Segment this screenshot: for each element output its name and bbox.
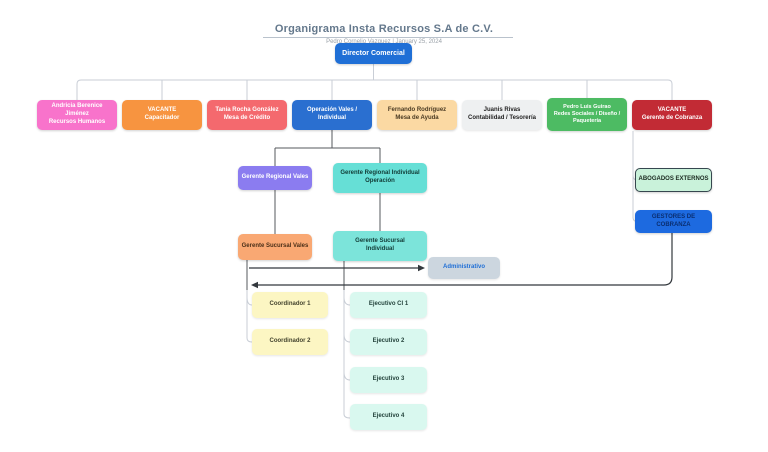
node-gerente-sucursal-vales[interactable]: Gerente Sucursal Vales	[238, 234, 312, 260]
node-operacion-vales-individual[interactable]: Operación Vales / Individual	[292, 100, 372, 130]
connectors-arrows	[249, 233, 673, 286]
node-mesa-de-credito[interactable]: Tania Rocha González Mesa de Crédito	[207, 100, 287, 130]
node-gerente-regional-vales[interactable]: Gerente Regional Vales	[238, 166, 312, 190]
node-director-comercial[interactable]: Director Comercial	[335, 43, 412, 64]
arrow-to-administrativo-head	[418, 264, 425, 272]
node-redes-sociales[interactable]: Pedro Luis Guirao Redes Sociales / Diseñ…	[547, 98, 627, 131]
node-recursos-humanos[interactable]: Andricia Berenice Jiménez Recursos Human…	[37, 100, 117, 130]
connectors-light	[76, 64, 673, 419]
node-ejecutivo-3[interactable]: Ejecutivo 3	[350, 367, 427, 393]
page-title: Organigrama Insta Recursos S.A de C.V.	[274, 23, 494, 35]
page-subtitle: Pedro Cornelio Vazquez | January 25, 202…	[326, 39, 442, 45]
connector-level1-rail	[76, 79, 673, 100]
node-vacante-gerente-cobranza[interactable]: VACANTE Gerente de Cobranza	[632, 100, 712, 130]
node-coordinador-1[interactable]: Coordinador 1	[252, 292, 328, 318]
title-underline	[263, 37, 513, 38]
node-mesa-de-ayuda[interactable]: Fernando Rodríguez Mesa de Ayuda	[377, 100, 457, 130]
connector-level1-drops	[161, 80, 588, 100]
node-ejecutivo-ci-1[interactable]: Ejecutivo CI 1	[350, 292, 427, 318]
node-gerente-sucursal-individual[interactable]: Gerente Sucursal Individual	[333, 231, 427, 261]
node-administrativo[interactable]: Administrativo	[428, 257, 500, 279]
node-ejecutivo-4[interactable]: Ejecutivo 4	[350, 404, 427, 430]
connectors-dark	[246, 130, 381, 290]
node-coordinador-2[interactable]: Coordinador 2	[252, 329, 328, 355]
node-contabilidad-tesoreria[interactable]: Juanis Rivas Contabilidad / Tesorería	[462, 100, 542, 130]
node-ejecutivo-2[interactable]: Ejecutivo 2	[350, 329, 427, 355]
arrow-from-gestores-head	[251, 281, 258, 289]
connector-ejecutivos	[343, 290, 351, 419]
connector-coordinadores	[246, 290, 253, 343]
arrow-from-gestores-line	[258, 233, 673, 286]
node-abogados-externos[interactable]: ABOGADOS EXTERNOS	[635, 168, 712, 192]
node-gerente-regional-individual[interactable]: Gerente Regional Individual Operación	[333, 163, 427, 193]
node-vacante-capacitador[interactable]: VACANTE Capacitador	[122, 100, 202, 130]
node-gestores-de-cobranza[interactable]: GESTORES DE COBRANZA	[635, 210, 712, 233]
